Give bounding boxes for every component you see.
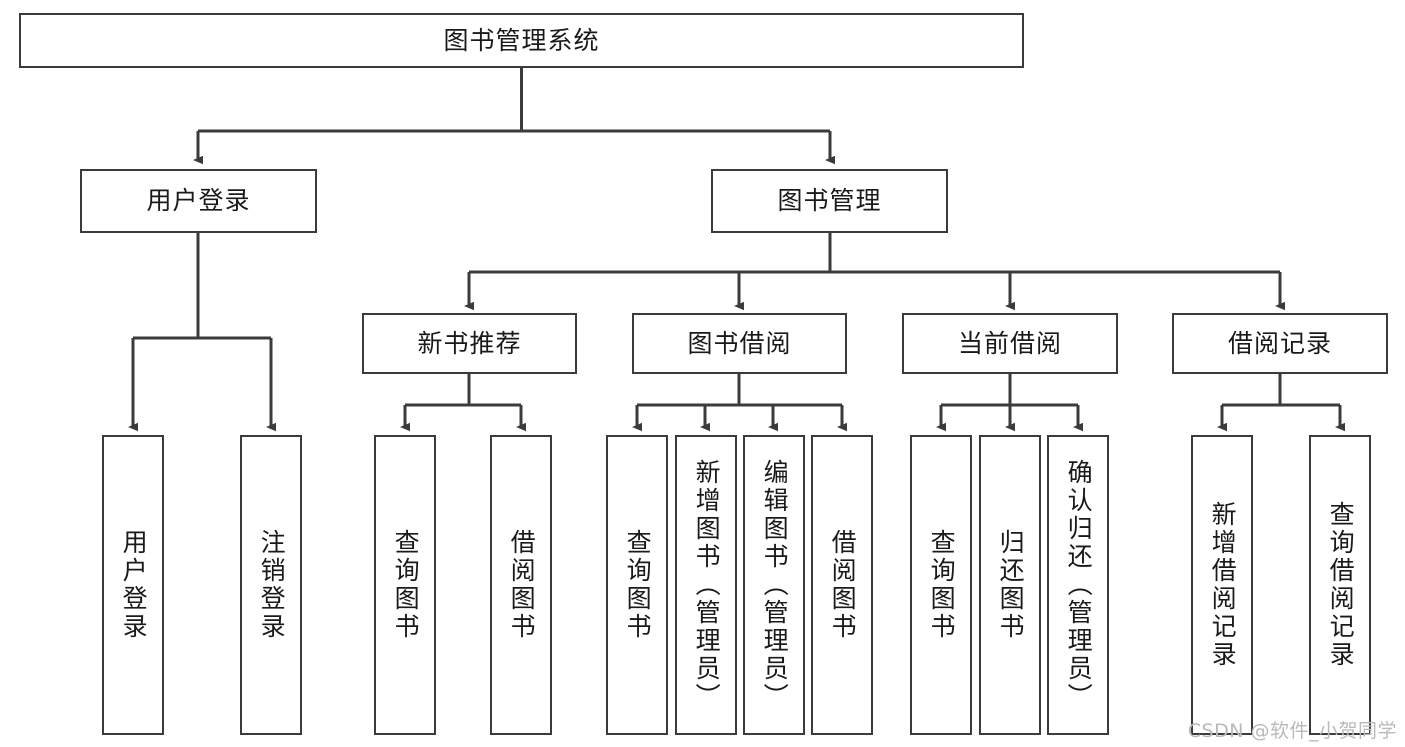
node-label: 借阅记录 (1227, 328, 1332, 358)
node-label: 新增图书（管理员） (692, 459, 722, 711)
leaf-node-query-book-current[interactable]: 查询图书 (910, 435, 972, 735)
node-label: 图书借阅 (687, 328, 792, 358)
leaf-node-confirm-return-admin[interactable]: 确认归还（管理员） (1047, 435, 1109, 735)
node-book-management[interactable]: 图书管理 (711, 169, 948, 233)
node-book-borrow[interactable]: 图书借阅 (632, 313, 847, 374)
leaf-node-add-book-admin[interactable]: 新增图书（管理员） (675, 435, 737, 735)
node-label: 图书管理 (777, 186, 882, 215)
node-label: 用户登录 (119, 529, 149, 641)
node-new-book-recommend[interactable]: 新书推荐 (362, 313, 577, 374)
node-root-book-management-system[interactable]: 图书管理系统 (19, 13, 1024, 68)
leaf-node-add-borrow-record[interactable]: 新增借阅记录 (1191, 435, 1253, 735)
leaf-node-return-book[interactable]: 归还图书 (979, 435, 1041, 735)
leaf-node-user-login[interactable]: 用户登录 (102, 435, 164, 735)
node-label: 归还图书 (996, 529, 1026, 641)
node-label: 查询图书 (391, 529, 421, 641)
node-label: 新增借阅记录 (1208, 501, 1238, 669)
node-label: 查询借阅记录 (1326, 501, 1356, 669)
leaf-node-borrow-book-recommend[interactable]: 借阅图书 (490, 435, 552, 735)
node-current-borrow[interactable]: 当前借阅 (902, 313, 1118, 374)
watermark: CSDN @软件_小贺同学 (1187, 720, 1397, 742)
node-label: 查询图书 (623, 529, 653, 641)
node-label: 用户登录 (146, 186, 251, 215)
node-label: 确认归还（管理员） (1064, 459, 1094, 711)
leaf-node-query-borrow-record[interactable]: 查询借阅记录 (1309, 435, 1371, 735)
node-label: 当前借阅 (957, 328, 1062, 358)
node-label: 编辑图书（管理员） (760, 459, 790, 711)
leaf-node-query-book-recommend[interactable]: 查询图书 (374, 435, 436, 735)
node-label: 新书推荐 (417, 328, 522, 358)
node-borrow-record[interactable]: 借阅记录 (1172, 313, 1388, 374)
node-label: 查询图书 (927, 529, 957, 641)
leaf-node-borrow-book[interactable]: 借阅图书 (811, 435, 873, 735)
node-label: 借阅图书 (507, 529, 537, 641)
leaf-node-logout[interactable]: 注销登录 (240, 435, 302, 735)
node-user-login[interactable]: 用户登录 (80, 169, 317, 233)
node-label: 图书管理系统 (443, 25, 600, 55)
node-label: 借阅图书 (828, 529, 858, 641)
leaf-node-edit-book-admin[interactable]: 编辑图书（管理员） (743, 435, 805, 735)
leaf-node-query-book-borrow[interactable]: 查询图书 (606, 435, 668, 735)
node-label: 注销登录 (257, 529, 287, 641)
